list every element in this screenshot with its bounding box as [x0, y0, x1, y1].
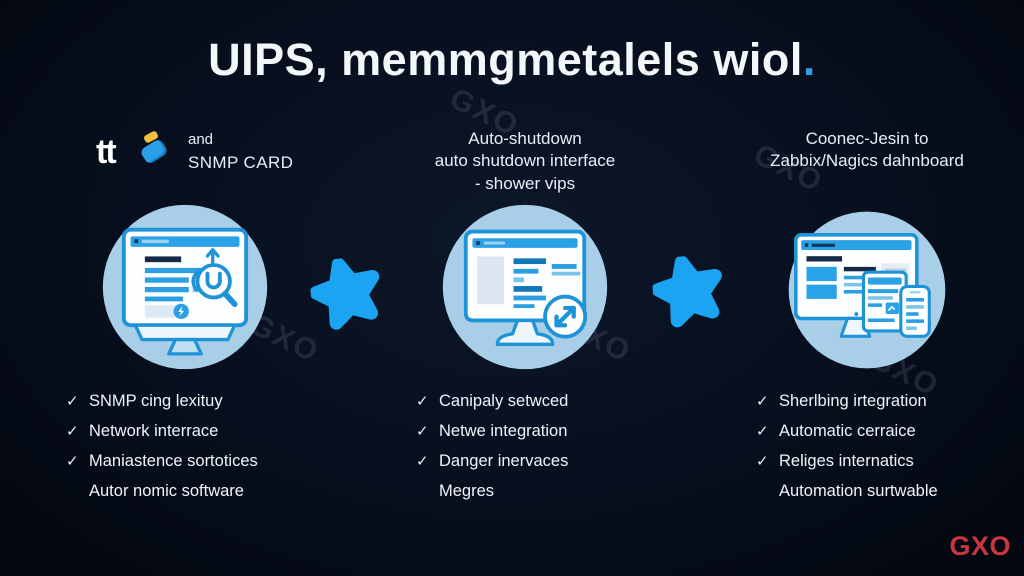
list-item: ✓Network interrace: [66, 421, 219, 441]
column1-header-line1: and: [188, 131, 214, 148]
column1-checklist: ✓SNMP cing lexituy ✓Network interrace ✓M…: [40, 386, 330, 506]
check-icon: ✓: [66, 453, 79, 470]
column2-header-line3: - shower vips: [474, 173, 576, 193]
list-item: ✓Danger inervaces: [416, 451, 569, 471]
list-item: ✓Autor nomic software: [89, 481, 244, 500]
check-icon: ✓: [416, 423, 429, 440]
column3-header-line2: Zabbix/Nagics dahnboard: [770, 151, 964, 171]
list-item: ✓Religes internatics: [756, 451, 914, 471]
star-separator-icon: [307, 254, 386, 333]
column-snmp-card: tt and SNMP CARD: [40, 0, 330, 576]
check-icon: ✓: [66, 393, 79, 410]
check-icon: ✓: [756, 423, 769, 440]
logo-blue-chip-icon: [139, 138, 169, 166]
title-accent-dot: .: [802, 34, 816, 85]
star-separator-icon: [651, 254, 728, 331]
check-icon: ✓: [756, 453, 769, 470]
list-item: ✓SNMP cing lexituy: [66, 391, 223, 411]
gxo-brand-logo: GXO: [949, 531, 1011, 561]
column3-checklist: ✓Sherlbing irtegration ✓Automatic cerrai…: [722, 386, 1012, 506]
monitor-tablet-phone-dashboard-icon: [778, 201, 956, 384]
column-auto-shutdown: Auto-shutdown auto shutdown interface - …: [383, 0, 667, 576]
column1-header: tt and SNMP CARD: [40, 130, 330, 174]
tt-logo-text: tt: [96, 133, 117, 172]
column2-header-line1: Auto-shutdown: [468, 129, 582, 148]
column2-header-line2: auto shutdown interface: [434, 151, 616, 171]
column2-checklist: ✓Canipaly setwced ✓Netwe integration ✓Da…: [383, 386, 667, 506]
check-icon: ✓: [756, 393, 769, 410]
list-item: ✓Automation surtwable: [779, 481, 938, 500]
check-icon: ✓: [416, 393, 429, 410]
monitor-ups-search-icon: [99, 201, 271, 378]
list-item: ✓Maniastence sortotices: [66, 451, 258, 471]
tt-logo: tt: [96, 130, 174, 174]
monitor-resize-arrow-icon: [439, 201, 611, 378]
column-zabbix-nagios: Coonec-Jesin to Zabbix/Nagics dahnboard: [722, 0, 1012, 576]
column1-header-line2: SNMP CARD: [188, 152, 294, 172]
list-item: ✓Automatic cerraice: [756, 421, 916, 441]
check-icon: ✓: [66, 423, 79, 440]
column3-header-line1: Coonec-Jesin to: [805, 129, 929, 148]
page-title: UIPS, memmgmetalels wiol.: [208, 34, 816, 85]
column3-header: Coonec-Jesin to Zabbix/Nagics dahnboard: [722, 128, 1012, 173]
list-item: ✓Netwe integration: [416, 421, 568, 441]
list-item: ✓Megres: [439, 481, 495, 500]
list-item: ✓Sherlbing irtegration: [756, 391, 927, 411]
list-item: ✓Canipaly setwced: [416, 391, 569, 411]
check-icon: ✓: [416, 453, 429, 470]
column2-header: Auto-shutdown auto shutdown interface - …: [383, 128, 667, 195]
